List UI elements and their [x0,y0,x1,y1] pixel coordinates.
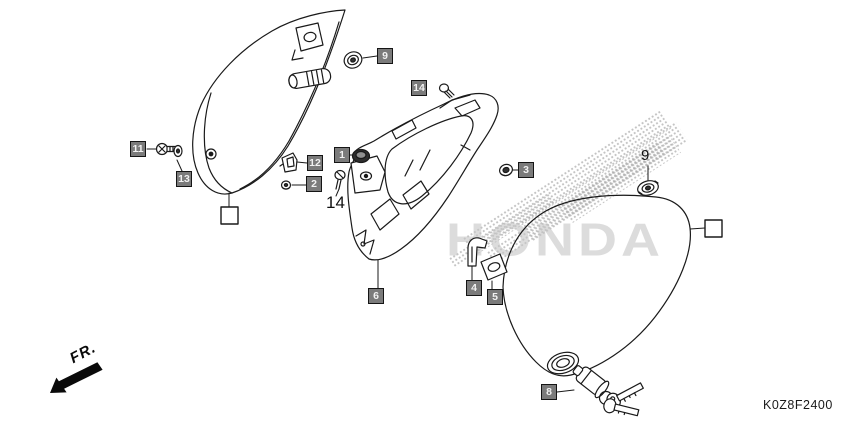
washer-13[interactable] [173,144,183,158]
diagram-part-code: K0Z8F2400 [763,398,833,412]
fr-arrow-icon [50,362,103,393]
nut-2[interactable] [280,180,292,190]
clip-4[interactable] [467,237,488,267]
bolt-11[interactable] [155,142,177,156]
screw-14-top[interactable] [438,83,455,99]
screw-14-center[interactable] [334,169,346,190]
inner-cover-frame[interactable] [347,92,499,261]
lock-cylinder-8[interactable] [569,361,645,420]
leader-lines [146,55,706,393]
callout-6-frame[interactable]: 6 [368,288,384,304]
label-14-screw-center[interactable]: 14 [326,193,345,212]
grommet-plate-5[interactable] [480,253,508,281]
left-side-cover[interactable] [192,9,346,195]
callout-2-nut[interactable]: 2 [306,176,322,192]
callout-9-grommet-left[interactable]: 9 [377,48,393,64]
callout-1-cap[interactable]: 1 [334,147,350,163]
callout-12-clip[interactable]: 12 [307,155,323,171]
callout-14-screw-top[interactable]: 14 [411,80,427,96]
cover-pin [288,67,332,90]
callout-11-bolt[interactable]: 11 [130,141,146,157]
callout-5-plate[interactable]: 5 [487,289,503,305]
grommet-9-left[interactable] [341,49,364,71]
left-cover-hotspot[interactable] [220,206,239,225]
callout-3-nut-frame[interactable]: 3 [518,162,534,178]
right-side-cover[interactable] [502,194,692,377]
callout-8-lock[interactable]: 8 [541,384,557,400]
cap-1[interactable] [351,148,371,164]
right-cover-hotspot[interactable] [704,219,723,238]
clip-12[interactable] [279,152,298,173]
callout-4-clip-lower[interactable]: 4 [466,280,482,296]
callout-13-washer[interactable]: 13 [176,171,192,187]
grommet-9-right[interactable] [636,179,660,198]
label-9-grommet-right[interactable]: 9 [641,147,650,164]
nut-3[interactable] [498,163,514,178]
